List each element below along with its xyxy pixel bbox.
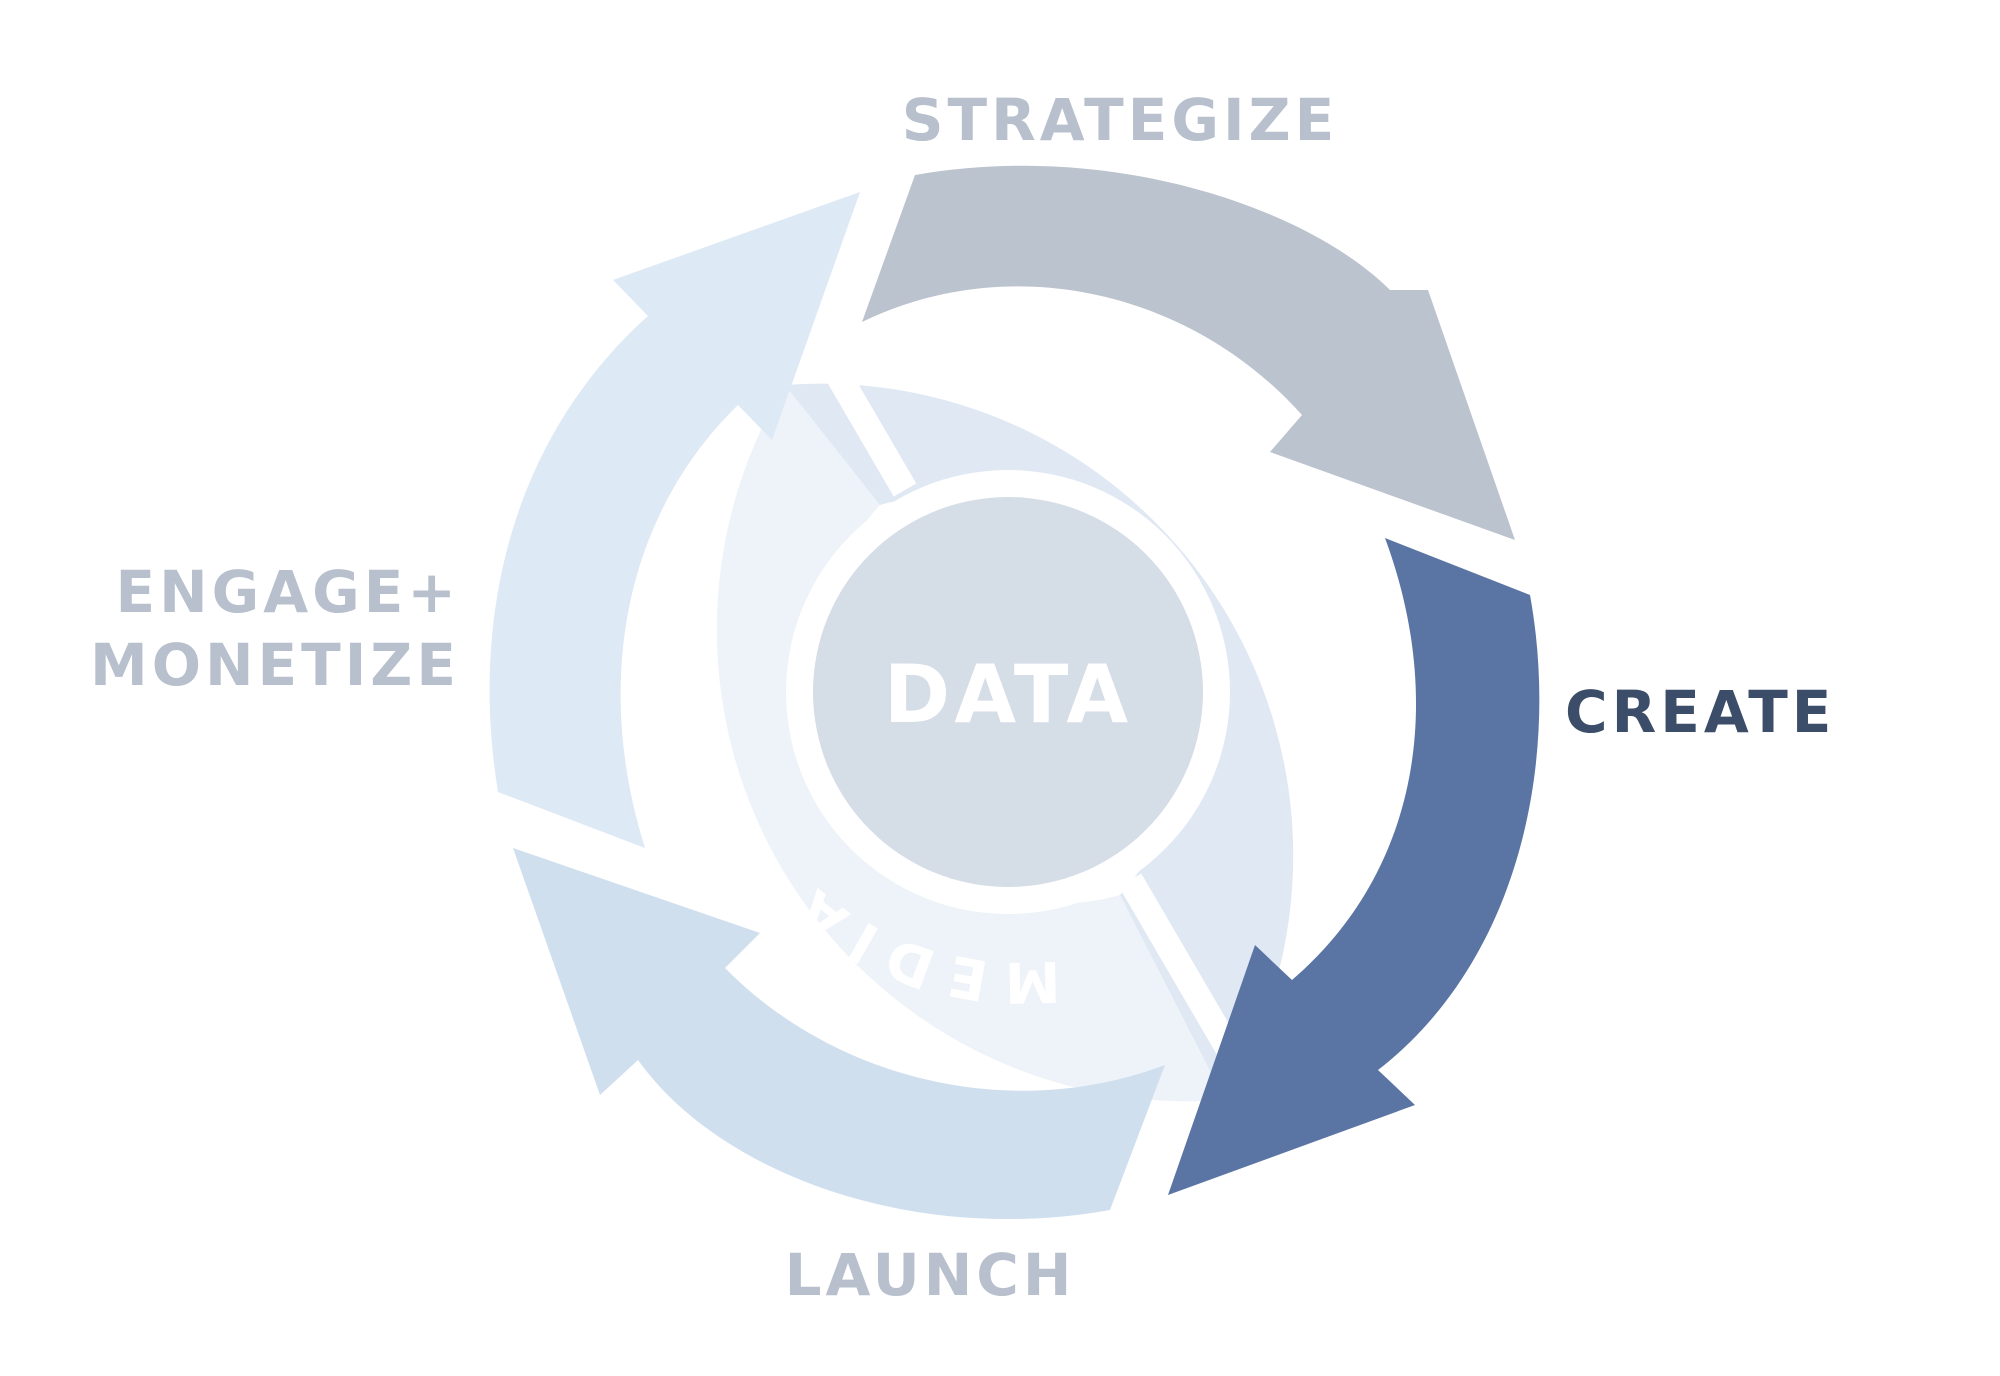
launch-label: LAUNCH	[785, 1241, 1076, 1309]
strategize-arrow	[862, 165, 1515, 541]
engage-monetize-arrow	[489, 192, 860, 848]
ring-divider-bottom	[1118, 873, 1247, 1067]
launch-arrow	[513, 848, 1165, 1220]
media-ring-segment	[716, 385, 1225, 1102]
create-label: CREATE	[1565, 678, 1835, 746]
data-label: DATA	[884, 648, 1132, 741]
monetize-label: MONETIZE	[90, 631, 460, 699]
core-circle	[813, 497, 1203, 887]
engage-label: ENGAGE+	[116, 558, 460, 626]
strategize-label: STRATEGIZE	[902, 86, 1338, 154]
create-arrow	[1168, 538, 1540, 1195]
ring-divider-top	[788, 303, 917, 497]
